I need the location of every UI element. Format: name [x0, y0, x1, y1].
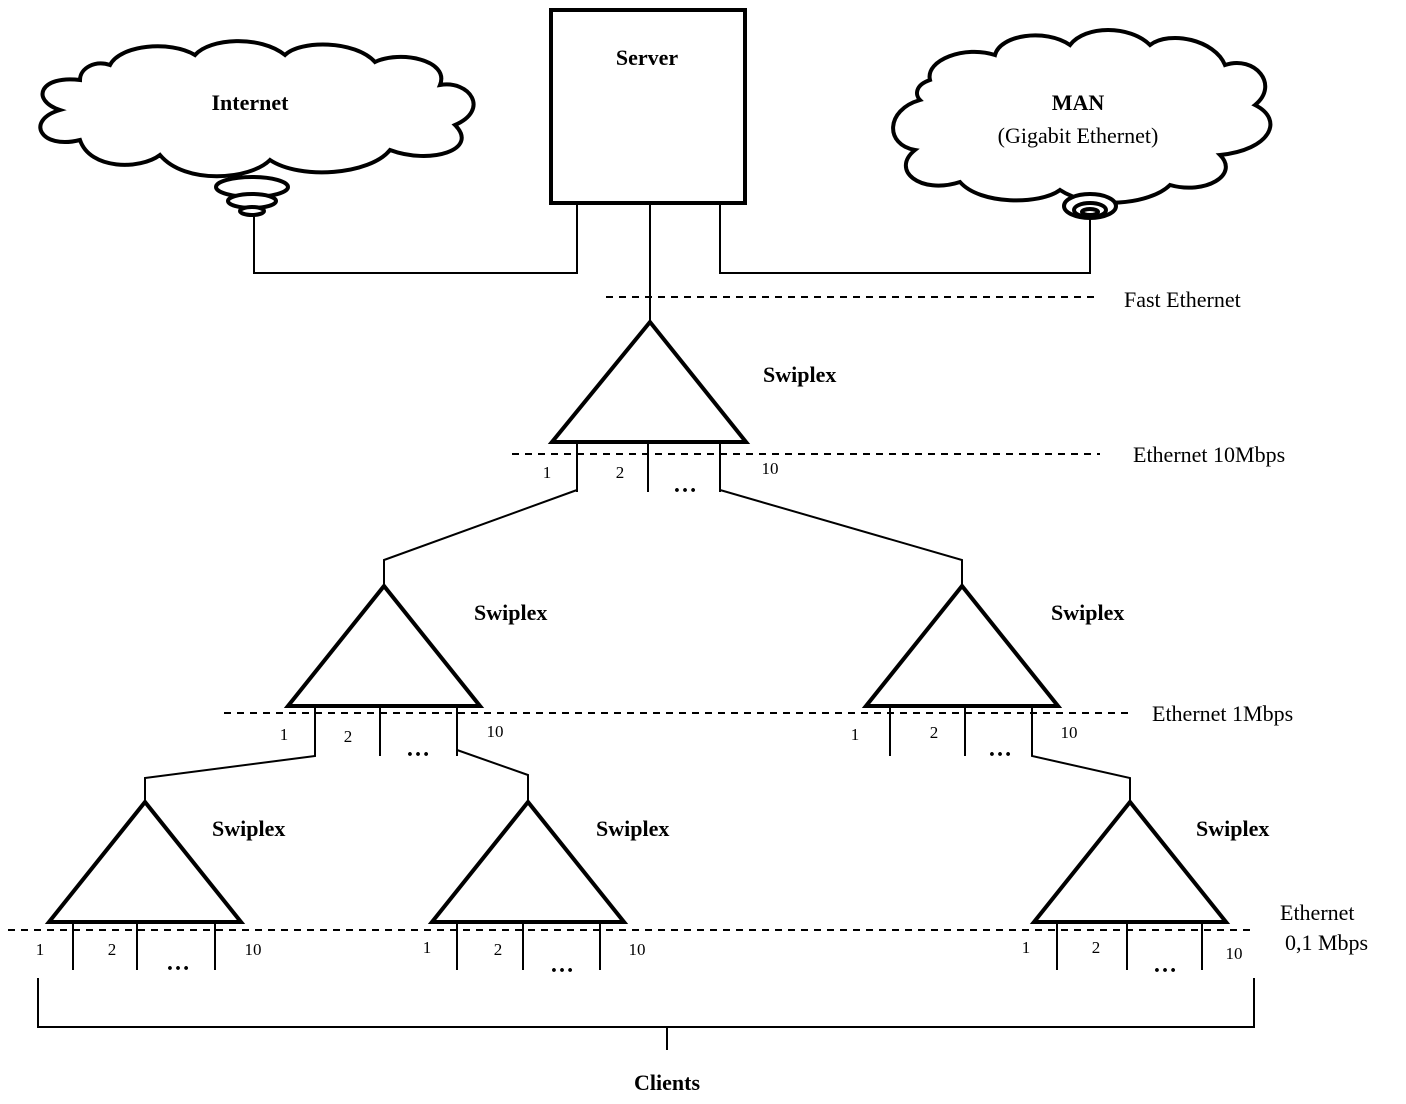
port-2-label: 2: [494, 940, 503, 959]
port-2-label: 2: [108, 940, 117, 959]
switch-label: Swiplex: [1051, 600, 1124, 625]
man-label: MAN: [1052, 90, 1105, 115]
port-10-label: 10: [762, 459, 779, 478]
switch-label: Swiplex: [474, 600, 547, 625]
switch-label: Swiplex: [1196, 816, 1269, 841]
port-10-label: 10: [629, 940, 646, 959]
clients-label: Clients: [634, 1070, 700, 1095]
port-ellipsis: …: [166, 950, 190, 976]
network-label-1mbps: Ethernet 1Mbps: [1152, 701, 1293, 726]
port-ellipsis: …: [1153, 952, 1177, 978]
port-2-label: 2: [616, 463, 625, 482]
port-1-label: 1: [280, 725, 289, 744]
port-1-label: 1: [423, 938, 432, 957]
network-label-10mbps: Ethernet 10Mbps: [1133, 442, 1285, 467]
server-label: Server: [616, 45, 679, 70]
port-10-label: 10: [1226, 944, 1243, 963]
port-1-label: 1: [1022, 938, 1031, 957]
port-ellipsis: …: [406, 736, 430, 762]
network-label-ethernet: Ethernet: [1280, 900, 1355, 925]
network-label-0-1mbps: 0,1 Mbps: [1285, 930, 1368, 955]
internet-cloud: Internet: [38, 39, 476, 217]
switch-level3-a: Swiplex 1 2 … 10: [36, 798, 285, 976]
switch-label: Swiplex: [596, 816, 669, 841]
server-links: [253, 203, 1091, 322]
network-levels: Fast Ethernet Ethernet 10Mbps Ethernet 1…: [8, 287, 1368, 955]
man-cloud: MAN (Gigabit Ethernet): [891, 28, 1273, 220]
switch-label: Swiplex: [763, 362, 836, 387]
switch-level3-b: Swiplex 1 2 … 10: [423, 798, 669, 978]
port-2-label: 2: [344, 727, 353, 746]
port-2-label: 2: [930, 723, 939, 742]
port-10-label: 10: [1061, 723, 1078, 742]
port-2-label: 2: [1092, 938, 1101, 957]
clients-bracket: Clients: [37, 978, 1255, 1095]
port-10-label: 10: [487, 722, 504, 741]
switch-root: Swiplex 1 2 … 10: [543, 318, 836, 498]
switch-level3-c: Swiplex 1 2 … 10: [1022, 798, 1269, 978]
man-sublabel: (Gigabit Ethernet): [998, 123, 1159, 148]
switch-level2-right: Swiplex 1 2 … 10: [851, 582, 1124, 762]
port-10-label: 10: [245, 940, 262, 959]
port-ellipsis: …: [673, 472, 697, 498]
port-1-label: 1: [851, 725, 860, 744]
network-label-fast-ethernet: Fast Ethernet: [1124, 287, 1241, 312]
server-node: Server: [549, 8, 747, 205]
port-1-label: 1: [36, 940, 45, 959]
internet-label: Internet: [212, 90, 290, 115]
switch-label: Swiplex: [212, 816, 285, 841]
port-1-label: 1: [543, 463, 552, 482]
port-ellipsis: …: [550, 952, 574, 978]
port-ellipsis: …: [988, 736, 1012, 762]
switch-level2-left: Swiplex 1 2 … 10: [280, 582, 547, 762]
